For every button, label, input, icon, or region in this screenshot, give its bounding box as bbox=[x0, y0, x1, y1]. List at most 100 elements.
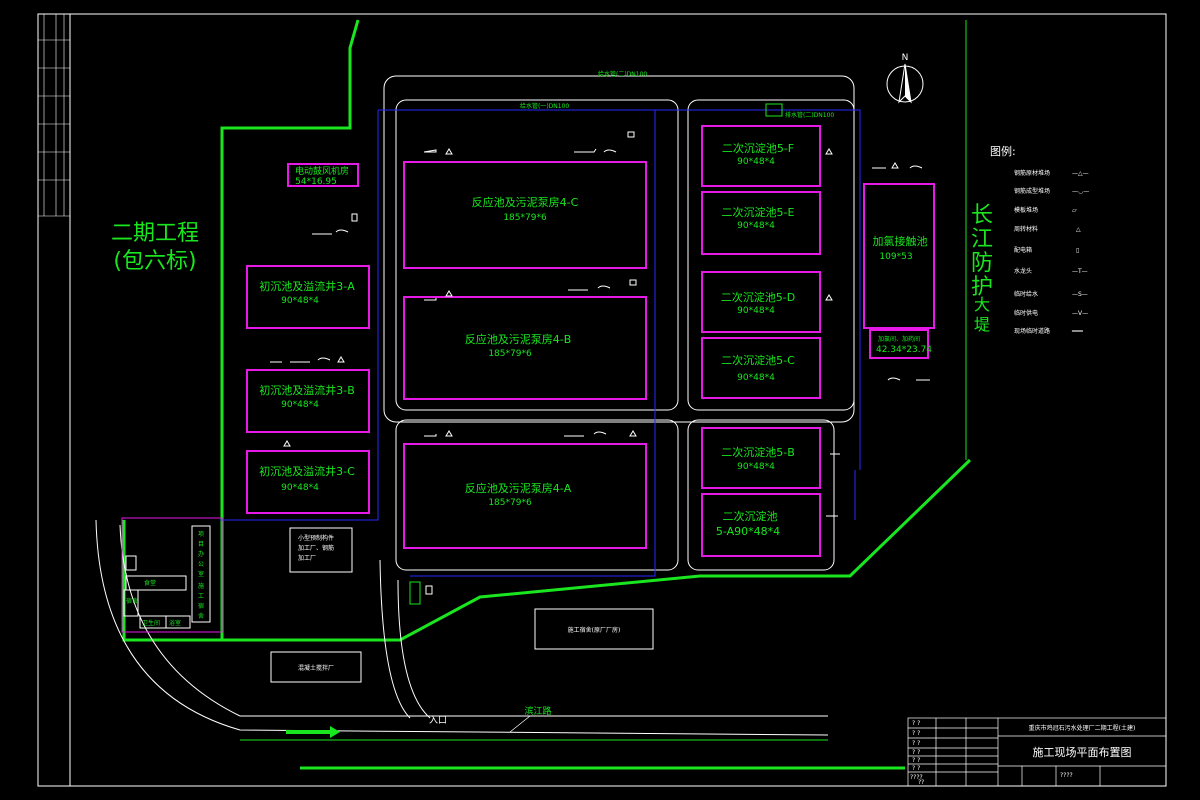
water-lines bbox=[220, 109, 861, 577]
prim-a-box: 初沉池及溢流井3-A 90*48*4 bbox=[246, 265, 370, 329]
sec-e-name: 二次沉淀池5-E bbox=[722, 205, 795, 219]
legend-item-3: 模板堆场 bbox=[1014, 206, 1038, 214]
shop-line-1: 小型预制构件 bbox=[298, 534, 334, 542]
legend-item-1: 钢筋原材堆场 bbox=[1014, 169, 1050, 177]
sec-a-box: 二次沉淀池 5-A90*48*4 bbox=[701, 493, 821, 557]
legend-symbol-5: ▯ bbox=[1076, 247, 1079, 254]
dosing-box: 加氯间、加药间 42.34*23.74 bbox=[869, 329, 932, 359]
bath-label: 浴室 bbox=[169, 619, 181, 627]
pipe-label-2: 给水管(一)DN100 bbox=[520, 102, 569, 110]
north-label: N bbox=[902, 53, 909, 63]
legend-item-5: 配电箱 bbox=[1014, 246, 1032, 254]
reactor-b-box: 反应池及污泥泵房4-B 185*79*6 bbox=[403, 296, 647, 400]
chlor-name: 加氯接触池 bbox=[873, 234, 928, 248]
entrance-label: 入口 bbox=[429, 715, 447, 726]
legend-symbol-3: ▱ bbox=[1072, 207, 1077, 214]
worker-camp-label: 施工宿舍(原厂厂房) bbox=[568, 626, 621, 634]
phase-two-line-2: (包六标) bbox=[113, 249, 196, 274]
reactor-c-dim: 185*79*6 bbox=[503, 213, 547, 223]
legend-item-8: 临时供电 bbox=[1014, 309, 1038, 317]
toilet-label: 卫生间 bbox=[142, 619, 160, 627]
blower-dim: 54*16.95 bbox=[295, 177, 337, 187]
blower-box: 电动鼓风机房 54*16.95 bbox=[287, 163, 359, 187]
prim-b-dim: 90*48*4 bbox=[281, 400, 319, 410]
reactor-c-name: 反应池及污泥泵房4-C bbox=[472, 195, 579, 209]
title-row-6: ? ? bbox=[912, 765, 920, 772]
drawing-title: 施工现场平面布置图 bbox=[1033, 745, 1132, 759]
office-c2: 目 bbox=[198, 541, 204, 548]
title-block bbox=[907, 717, 1167, 787]
road-label: 滨江路 bbox=[524, 705, 551, 717]
sec-b-box: 二次沉淀池5-B 90*48*4 bbox=[701, 427, 821, 489]
legend-symbol-2: —◡— bbox=[1072, 188, 1089, 195]
sec-f-box: 二次沉淀池5-F 90*48*4 bbox=[701, 125, 821, 187]
office-c5: 室 bbox=[198, 570, 204, 578]
legend-item-7: 临时给水 bbox=[1014, 290, 1038, 298]
staff-c4: 舍 bbox=[198, 612, 204, 620]
legend-symbol-8: —V— bbox=[1072, 310, 1088, 317]
switchbox-3 bbox=[629, 279, 637, 286]
legend-symbol-9: ═══ bbox=[1071, 328, 1083, 335]
sec-a-dim: 5-A90*48*4 bbox=[716, 525, 780, 538]
legend-title: 图例: bbox=[990, 144, 1016, 158]
office-c4: 公 bbox=[198, 561, 204, 568]
worker-camp: 施工宿舍(原厂厂房) bbox=[534, 608, 654, 650]
prim-c-name: 初沉池及溢流井3-C bbox=[259, 464, 355, 478]
reactor-a-name: 反应池及污泥泵房4-A bbox=[465, 481, 572, 495]
dosing-dim: 42.34*23.74 bbox=[876, 345, 932, 355]
switchbox-1 bbox=[627, 131, 635, 138]
phase-two-line-1: 二期工程 bbox=[111, 221, 199, 246]
staff-c1: 施 bbox=[198, 582, 204, 590]
sec-d-box: 二次沉淀池5-D 90*48*4 bbox=[701, 271, 821, 333]
pipe-label-3: 排水管(二)DN100 bbox=[785, 111, 834, 119]
reactor-a-box: 反应池及污泥泵房4-A 185*79*6 bbox=[403, 443, 647, 549]
sec-b-dim: 90*48*4 bbox=[737, 462, 775, 472]
pump-structure bbox=[765, 103, 783, 117]
sec-d-name: 二次沉淀池5-D bbox=[721, 290, 795, 304]
title-row-1: ? ? bbox=[912, 720, 920, 727]
site-boundary bbox=[122, 19, 972, 642]
reactor-c-box: 反应池及污泥泵房4-C 185*79*6 bbox=[403, 161, 647, 269]
sec-f-dim: 90*48*4 bbox=[737, 157, 775, 167]
inner-frame bbox=[69, 13, 1167, 787]
staff-c2: 工 bbox=[198, 593, 204, 600]
levee-char-3: 防 bbox=[971, 251, 993, 276]
dosing-name: 加氯间、加药间 bbox=[878, 335, 920, 343]
legend-item-4: 周转材料 bbox=[1014, 225, 1038, 233]
sec-c-dim: 90*48*4 bbox=[737, 373, 775, 383]
legend-item-6: 水龙头 bbox=[1014, 267, 1032, 275]
gate-structure bbox=[409, 581, 421, 605]
levee-char-6: 堤 bbox=[974, 315, 990, 334]
levee-char-1: 长 bbox=[971, 203, 993, 228]
site-symbols bbox=[270, 148, 930, 517]
legend: 图例: 钢筋原材堆场 钢筋成型堆场 模板堆场 周转材料 配电箱 水龙头 临时给水… bbox=[990, 144, 1089, 335]
pipe-label-1: 给水管(二)DN100 bbox=[598, 70, 647, 78]
reactor-b-dim: 185*79*6 bbox=[488, 349, 532, 359]
switchbox-2 bbox=[351, 213, 358, 222]
legend-symbol-7: —S— bbox=[1072, 291, 1088, 298]
sec-d-dim: 90*48*4 bbox=[737, 306, 775, 316]
south-road-lines bbox=[95, 519, 829, 736]
legend-item-9: 现场临时道路 bbox=[1014, 327, 1050, 335]
prefab-shop: 小型预制构件 加工厂、钢筋 加工厂 bbox=[289, 527, 353, 573]
prim-a-name: 初沉池及溢流井3-A bbox=[259, 279, 355, 293]
shop-line-3: 加工厂 bbox=[298, 554, 316, 562]
blower-name: 电动鼓风机房 bbox=[295, 165, 349, 177]
road-leader bbox=[509, 715, 531, 733]
dorm-label: 宿舍 bbox=[126, 597, 138, 605]
prim-b-box: 初沉池及溢流井3-B 90*48*4 bbox=[246, 369, 370, 433]
title-row-5: ? ? bbox=[912, 757, 920, 764]
reactor-a-dim: 185*79*6 bbox=[488, 498, 532, 508]
levee-char-2: 江 bbox=[971, 227, 993, 252]
sec-e-dim: 90*48*4 bbox=[737, 221, 775, 231]
sec-c-name: 二次沉淀池5-C bbox=[721, 353, 795, 367]
prim-c-dim: 90*48*4 bbox=[281, 483, 319, 493]
sec-a-name: 二次沉淀池 bbox=[723, 509, 778, 523]
title-bottom-left: ?? bbox=[918, 779, 924, 786]
reactor-b-name: 反应池及污泥泵房4-B bbox=[465, 332, 572, 346]
project-title: 重庆市鸡冠石污水处理厂二期工程(土建) bbox=[1029, 724, 1136, 732]
sec-e-box: 二次沉淀池5-E 90*48*4 bbox=[701, 191, 821, 255]
office-c1: 项 bbox=[198, 531, 204, 538]
prim-c-box: 初沉池及溢流井3-C 90*48*4 bbox=[246, 450, 370, 514]
